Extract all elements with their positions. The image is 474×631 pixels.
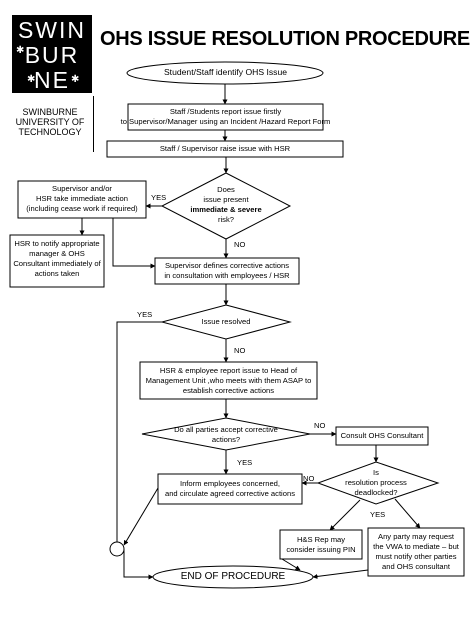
consult-label: Consult OHS Consultant [340,431,424,440]
hsr-notify-box [9,234,105,288]
logo-star-icon: ✱ [16,45,25,56]
hsr-notify-label-2: manager & OHS [29,249,85,258]
deadlock-question-1: Is [373,468,379,477]
pin-label-2: consider issuing PIN [286,545,356,554]
deadlock-decision [316,461,440,505]
vwa-label-3: must notify other parties [375,552,457,561]
head-report-box [139,361,318,400]
logo-line-2: BUR [24,42,80,68]
risk-yes-label: YES [151,193,167,202]
hsr-notify-label-4: actions taken [34,269,80,278]
deadlock-yes-label: YES [370,510,386,519]
pin-box [279,529,363,560]
vwa-label-2: the VWA to mediate – but [373,542,459,551]
swinburne-logo: SWIN BUR NE ✱ ✱ ✱ [12,15,92,93]
vwa-label-1: Any party may request [378,532,454,541]
risk-question-2: issue present [203,195,249,204]
deadlock-question-3: deadlocked? [354,488,398,497]
resolved-yes-label: YES [137,310,153,319]
define-actions-label-1: Supervisor defines corrective actions [164,261,290,270]
start-label: Student/Staff identify OHS Issue [163,67,288,77]
hsr-notify-label-1: HSR to notify appropriate [14,239,100,248]
accept-question-2: actions? [211,435,241,444]
risk-question-3: immediate & severe [190,205,262,214]
supervisor-action-label-1: Supervisor and/or [52,184,112,193]
hsr-notify-label-3: Consultant immediately of [13,259,101,268]
logo-line-1: SWIN [17,17,87,43]
deadlock-no-label: NO [303,474,315,483]
risk-no-label: NO [234,240,246,249]
logo-star-icon: ✱ [27,74,36,85]
risk-question-1: Does [217,185,235,194]
resolved-no-label: NO [234,346,246,355]
head-report-label-1: HSR & employee report issue to Head of [159,366,298,375]
connector-circle [109,541,125,557]
logo-line-3: NE [34,67,70,93]
deadlock-question-2: resolution process [345,478,407,487]
end-label: END OF PROCEDURE [180,571,286,582]
accept-question-1: Do all parties accept corrective [174,425,278,434]
accept-no-label: NO [314,421,326,430]
page-title: OHS ISSUE RESOLUTION PROCEDURE [100,28,470,50]
accept-yes-label: YES [237,458,253,467]
vwa-label-4: and OHS consultant [382,562,450,571]
risk-question-4: risk? [217,215,235,224]
inform-box [157,473,303,505]
resolved-question: Issue resolved [201,317,251,326]
head-report-label-3: establish corrective actions [182,386,275,395]
report-label-1: Staff /Students report issue firstly [169,107,282,116]
logo-star-icon: ✱ [71,74,80,85]
define-actions-label-2: in consultation with employees / HSR [164,271,290,280]
raise-hsr-label: Staff / Supervisor raise issue with HSR [159,144,291,153]
inform-label-1: Inform employees concerned, [179,479,281,488]
report-label-2: to Supervisor/Manager using an Incident … [120,117,331,126]
inform-label-2: and circulate agreed corrective actions [164,489,295,498]
logo-divider [93,96,94,152]
pin-label-1: H&S Rep may [296,535,346,544]
head-report-label-2: Management Unit ,who meets with them ASA… [145,376,312,385]
university-name: SWINBURNE UNIVERSITY OF TECHNOLOGY [15,107,85,137]
supervisor-action-label-3: (including cease work if required) [26,204,138,213]
supervisor-action-label-2: HSR take immediate action [35,194,128,203]
